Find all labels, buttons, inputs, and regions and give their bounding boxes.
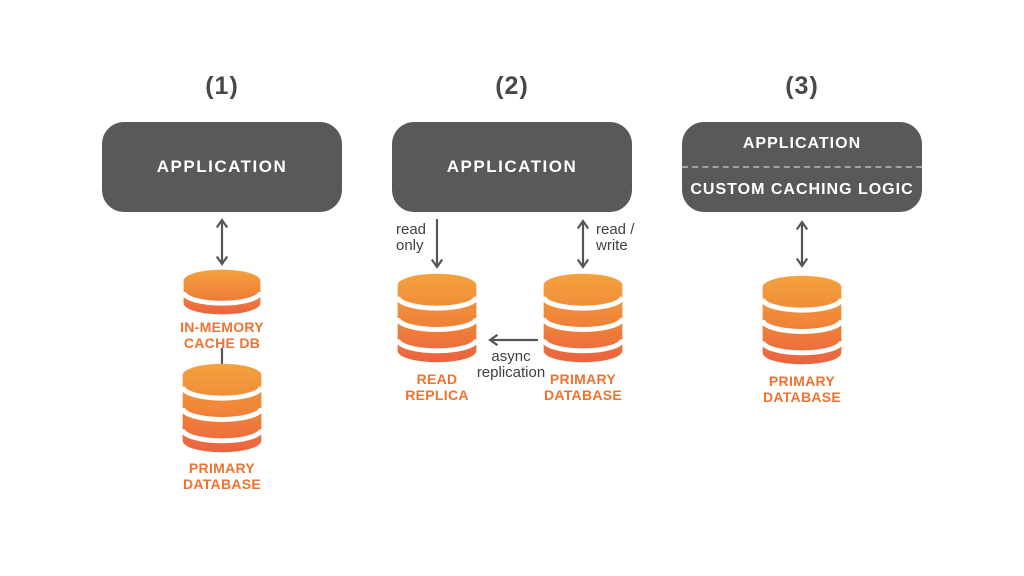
- double-arrow-icon: [795, 220, 809, 268]
- async-replication-label: async replication: [476, 348, 546, 381]
- double-arrow-icon: [576, 219, 590, 269]
- custom-caching-logic-label: CUSTOM CACHING LOGIC: [682, 166, 922, 212]
- panel-3-application-box: APPLICATION CUSTOM CACHING LOGIC: [682, 122, 922, 212]
- panel-3-title: (3): [785, 72, 819, 100]
- panel-1-title: (1): [205, 72, 239, 100]
- application-label: APPLICATION: [742, 135, 862, 152]
- down-arrow-icon: [430, 219, 444, 269]
- panel-2-application-box: APPLICATION: [392, 122, 632, 212]
- read-only-label: read only: [396, 221, 427, 254]
- double-arrow-icon: [215, 218, 229, 266]
- database-icon: [181, 363, 263, 453]
- application-label: APPLICATION: [156, 157, 288, 176]
- application-label: APPLICATION: [446, 157, 578, 176]
- cache-db-icon: [182, 269, 262, 315]
- cache-db-label: IN-MEMORY CACHE DB: [180, 319, 264, 351]
- primary-db-label: PRIMARY DATABASE: [762, 373, 842, 405]
- primary-db-label: PRIMARY DATABASE: [543, 371, 623, 403]
- read-replica-label: READ REPLICA: [405, 371, 469, 403]
- panel-2-title: (2): [495, 72, 529, 100]
- database-icon: [761, 275, 843, 365]
- read-write-label: read / write: [596, 221, 635, 254]
- primary-db-label: PRIMARY DATABASE: [182, 460, 262, 492]
- panel-1-application-box: APPLICATION: [102, 122, 342, 212]
- left-arrow-icon: [488, 333, 538, 347]
- database-icon: [396, 273, 478, 363]
- database-icon: [542, 273, 624, 363]
